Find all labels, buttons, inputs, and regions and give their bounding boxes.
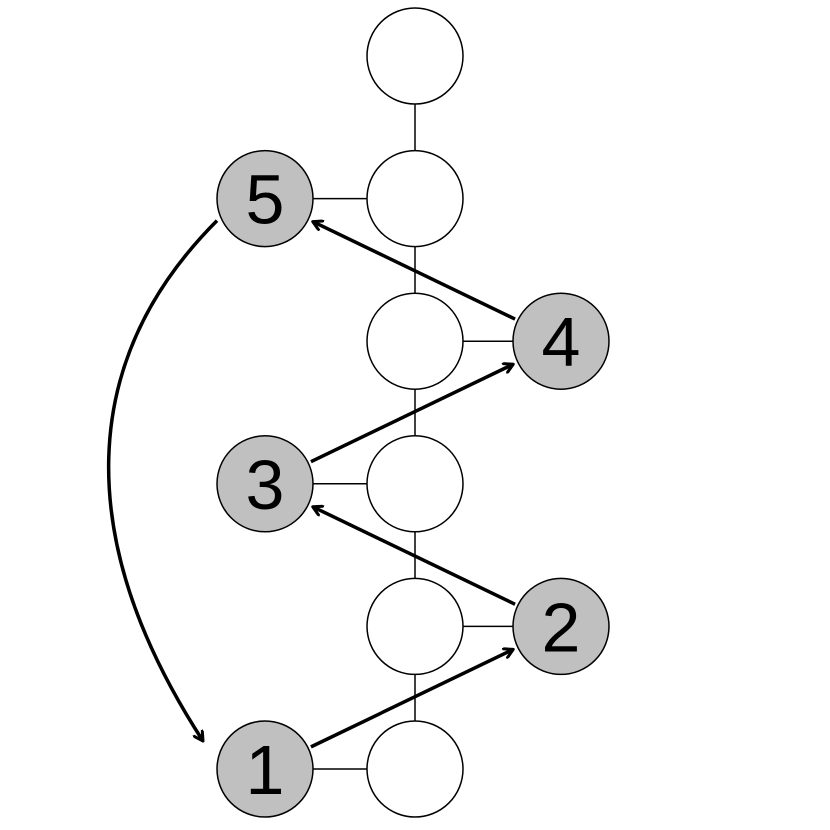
numbered-nodes: 1 2 3 4 5 xyxy=(216,149,610,818)
spine-node xyxy=(366,149,464,248)
numbered-node-circle xyxy=(512,577,610,676)
node-label: 5 xyxy=(246,161,285,239)
numbered-node-4: 4 xyxy=(512,292,610,390)
arrow-2-to-3 xyxy=(313,507,516,606)
spine-node xyxy=(366,7,464,105)
numbered-node-2: 2 xyxy=(512,577,610,676)
numbered-node-1: 1 xyxy=(216,720,314,818)
node-label: 4 xyxy=(542,303,581,381)
spine-node xyxy=(366,435,464,533)
arrows xyxy=(106,219,516,749)
spine-node xyxy=(366,577,464,676)
arrow-1-to-2 xyxy=(310,649,513,749)
branch-edges xyxy=(313,197,513,770)
numbered-node-circle xyxy=(216,720,314,818)
numbered-node-3: 3 xyxy=(216,435,314,533)
node-label: 2 xyxy=(542,588,581,666)
arrow-3-to-4 xyxy=(310,364,513,464)
node-label: 3 xyxy=(246,446,285,524)
arrow-4-to-5 xyxy=(313,222,516,321)
numbered-node-circle xyxy=(216,149,314,248)
spine-node xyxy=(366,292,464,390)
spine-node xyxy=(366,720,464,818)
node-label: 1 xyxy=(246,731,285,809)
numbered-node-5: 5 xyxy=(216,149,314,248)
arrow-5-to-1 xyxy=(106,219,219,741)
numbered-node-circle xyxy=(216,435,314,533)
spine-nodes xyxy=(366,7,464,818)
numbered-node-circle xyxy=(512,292,610,390)
